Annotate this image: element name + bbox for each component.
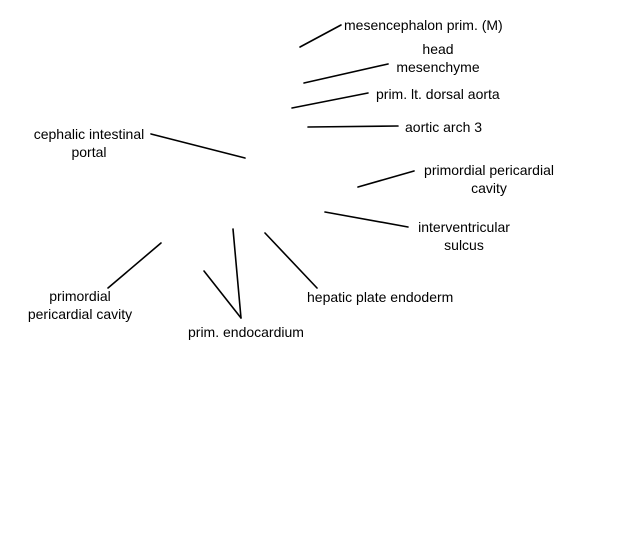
label-hepatic-plate: hepatic plate endoderm	[307, 289, 454, 305]
leader-line-endocardium-a	[232, 228, 242, 319]
leader-line-head-mesenchyme	[303, 63, 389, 84]
label-pericardial-cavity-left: primordial pericardial cavity	[27, 288, 133, 322]
leader-line-mesencephalon	[299, 24, 342, 48]
leader-line-aortic-arch	[307, 125, 399, 128]
leader-line-dorsal-aorta	[291, 92, 369, 109]
leader-line-cephalic-portal	[150, 133, 246, 159]
label-cephalic-portal: cephalic intestinal portal	[33, 126, 145, 160]
label-endocardium: prim. endocardium	[188, 324, 304, 340]
label-aortic-arch: aortic arch 3	[405, 119, 483, 135]
label-pericardial-cavity-right: primordial pericardial cavity	[424, 162, 554, 196]
leader-line-endocardium-b	[203, 270, 242, 319]
label-dorsal-aorta: prim. lt. dorsal aorta	[376, 86, 500, 102]
leader-line-interventricular-sulcus	[324, 211, 409, 228]
leader-line-pericardial-cavity-left	[107, 242, 162, 289]
leader-line-hepatic-plate	[264, 232, 318, 289]
leader-line-pericardial-cavity-right	[357, 170, 415, 188]
label-mesencephalon: mesencephalon prim. (M)	[344, 17, 503, 33]
label-head-mesenchyme: head mesenchyme	[396, 41, 480, 75]
label-interventricular-sulcus: interventricular sulcus	[418, 219, 510, 253]
